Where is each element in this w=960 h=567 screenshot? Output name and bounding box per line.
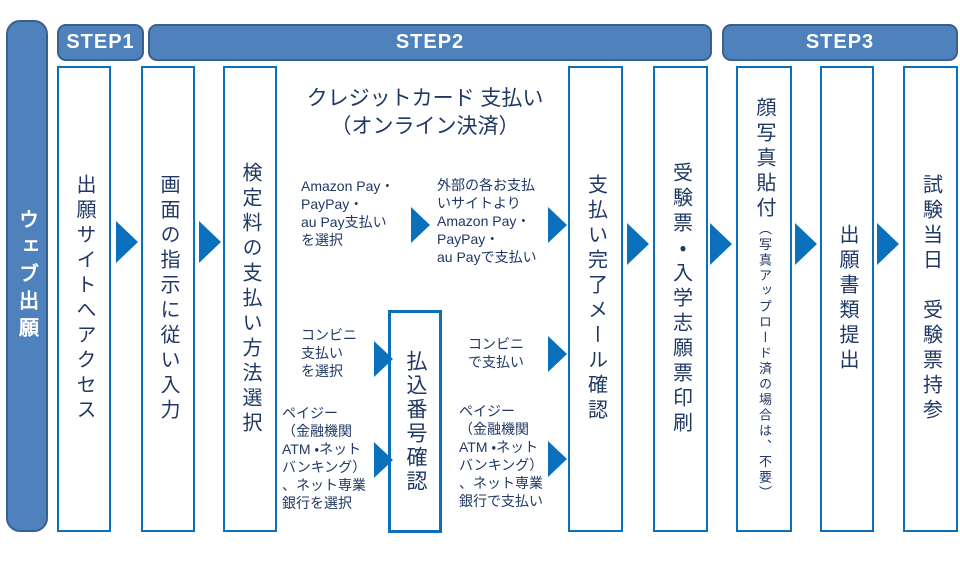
arrow-right-icon xyxy=(548,207,567,243)
process-box-label: 試験当日 受験票持参 xyxy=(919,174,942,424)
arrow-right-icon xyxy=(627,223,649,265)
process-box-label: 受験票・入学志願票印刷 xyxy=(669,161,692,437)
process-box-exam-day: 試験当日 受験票持参 xyxy=(903,66,958,532)
process-box-access-site: 出願サイトへアクセス xyxy=(57,66,111,532)
web-application-rail: ウェブ出願 xyxy=(6,20,48,532)
arrow-right-icon xyxy=(795,223,817,265)
arrow-right-icon xyxy=(411,207,430,243)
process-box-label: 検定料の支払い方法選択 xyxy=(239,161,261,437)
arrow-right-icon xyxy=(116,221,138,263)
process-box-select-payment-method: 検定料の支払い方法選択 xyxy=(223,66,277,532)
step1-header: STEP1 xyxy=(57,24,144,61)
arrow-right-icon xyxy=(877,223,899,265)
process-box-follow-instructions: 画面の指示に従い入力 xyxy=(141,66,195,532)
arrow-right-icon xyxy=(548,441,567,477)
step2-header: STEP2 xyxy=(148,24,712,61)
flow-text-select-payeasy: ペイジー （金融機関 ATM ・ネット バンキング） 、ネット専業 銀行を選択 xyxy=(282,405,367,511)
process-box-label: 出願サイトへアクセス xyxy=(73,174,95,424)
arrow-right-icon xyxy=(374,442,393,478)
arrow-right-icon xyxy=(374,341,393,377)
process-box-sub-label: （写真アップロード済の場合は、不要） xyxy=(757,222,772,501)
process-box-attach-photo: 顔写真貼付（写真アップロード済の場合は、不要） xyxy=(736,66,792,532)
process-box-label: 画面の指示に従い入力 xyxy=(157,174,179,424)
arrow-right-icon xyxy=(548,336,567,372)
flow-text-pay-with-payeasy: ペイジー （金融機関 ATM ・ネット バンキング） 、ネット専業 銀行で支払い xyxy=(459,403,544,509)
web-application-rail-label: ウェブ出願 xyxy=(15,208,38,344)
process-box-print-exam-ticket: 受験票・入学志願票印刷 xyxy=(653,66,708,532)
arrow-right-icon xyxy=(710,223,732,265)
flow-text-select-online-payment: Amazon Pay・ PayPay・ au Pay支払い を選択 xyxy=(301,178,395,248)
flow-text-select-konbini-payment: コンビニ 支払い を選択 xyxy=(301,327,357,379)
step3-label: STEP3 xyxy=(805,31,875,53)
process-box-label: 支払い完了メール確認 xyxy=(584,174,607,424)
flow-text-pay-on-external-site: 外部の各お支払 いサイトより Amazon Pay・ PayPay・ au Pa… xyxy=(437,177,537,265)
process-box-label: 出願書類提出 xyxy=(836,224,858,374)
process-box-payment-complete-email: 支払い完了メール確認 xyxy=(568,66,623,532)
credit-card-payment-title: クレジットカード 支払い （オンライン決済） xyxy=(306,87,544,138)
step3-header: STEP3 xyxy=(722,24,958,61)
process-box-label: 払込番号確認 xyxy=(404,349,427,494)
flow-text-pay-at-konbini: コンビニ で支払い xyxy=(468,336,524,370)
step2-label: STEP2 xyxy=(395,31,465,53)
process-box-submit-documents: 出願書類提出 xyxy=(820,66,874,532)
process-box-label: 顔写真貼付（写真アップロード済の場合は、不要） xyxy=(753,97,775,501)
process-box-payment-number-confirm: 払込番号確認 xyxy=(388,310,442,533)
process-box-main-label: 顔写真貼付 xyxy=(753,97,775,222)
step1-label: STEP1 xyxy=(66,31,135,53)
arrow-right-icon xyxy=(199,221,221,263)
